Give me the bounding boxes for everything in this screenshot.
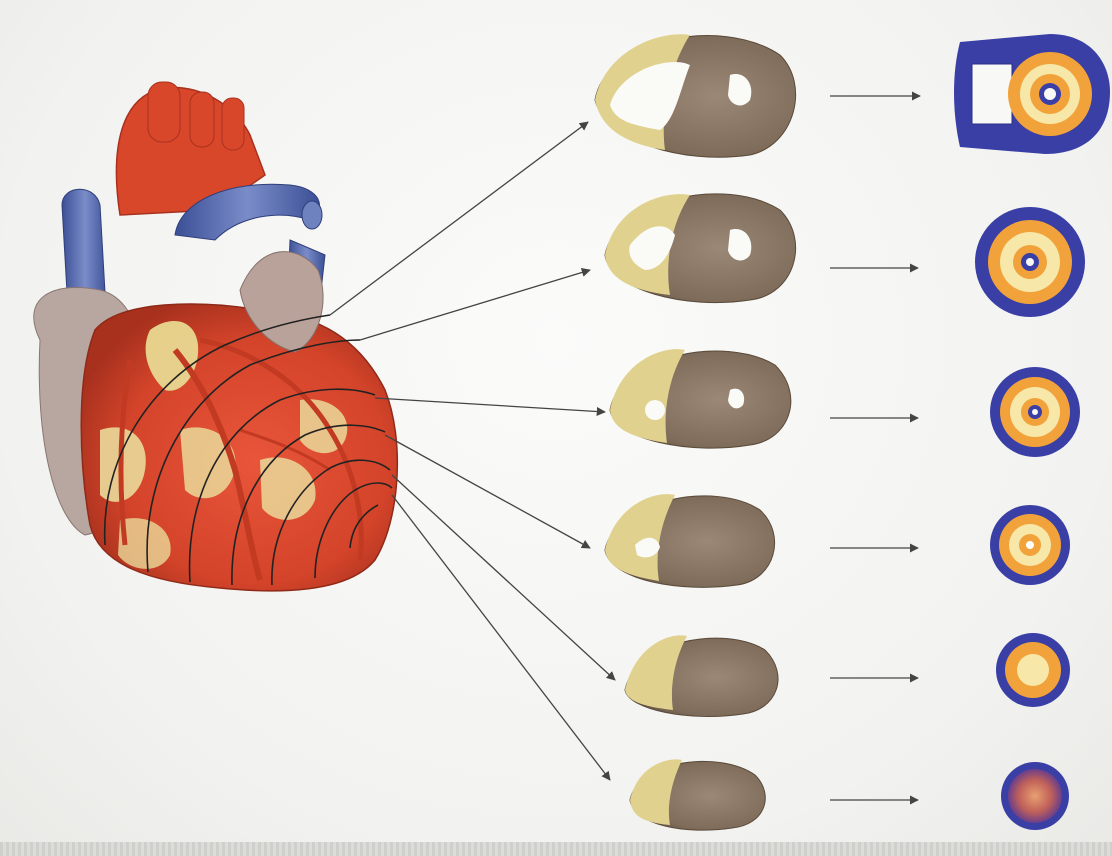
tissue-slice-column	[595, 34, 796, 830]
spect-ring-column	[954, 34, 1110, 830]
tissue-slice-1	[595, 34, 796, 157]
arrow-right-1	[330, 122, 588, 315]
tissue-slice-6	[630, 759, 765, 830]
spect-ring-2	[975, 207, 1085, 317]
heart-illustration	[34, 82, 398, 591]
slice-to-spect-arrows	[830, 96, 920, 800]
spect-ring-5	[996, 633, 1070, 707]
arrow-right-6	[392, 495, 610, 780]
arrow-right-4	[385, 435, 590, 548]
scan-edge-band	[0, 842, 1112, 856]
spect-ring-4	[990, 505, 1070, 585]
arrow-right-5	[392, 475, 615, 680]
arrow-right-2	[360, 270, 590, 340]
tissue-slice-3	[610, 349, 791, 448]
tissue-slice-4	[605, 494, 775, 587]
arrow-right-3	[375, 398, 605, 412]
tissue-slice-2	[605, 194, 796, 303]
spect-ring-3	[990, 367, 1080, 457]
spect-ring-1	[954, 34, 1110, 154]
spect-ring-6	[1001, 762, 1069, 830]
tissue-slice-5	[625, 635, 778, 716]
